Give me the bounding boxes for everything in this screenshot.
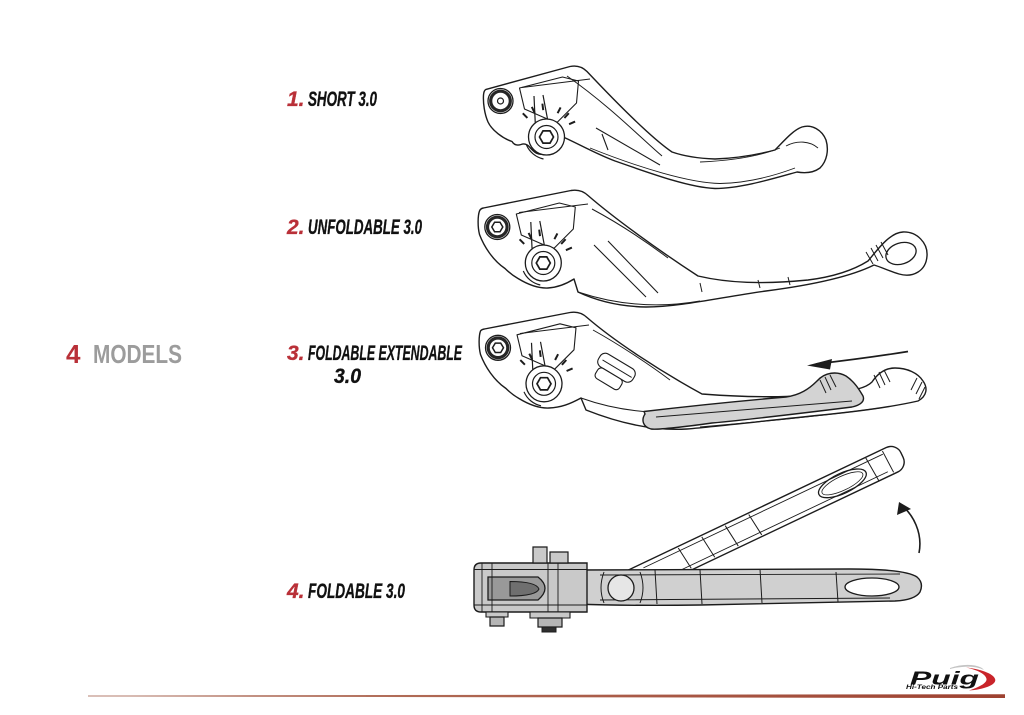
svg-text:3.: 3. [287,342,305,365]
svg-text:FOLDABLE EXTENDABLE: FOLDABLE EXTENDABLE [308,342,463,365]
svg-text:4.: 4. [286,580,305,603]
svg-text:4: 4 [66,339,81,369]
svg-text:2.: 2. [286,216,305,239]
svg-text:FOLDABLE 3.0: FOLDABLE 3.0 [308,580,405,603]
svg-text:Puig: Puig [910,669,979,689]
svg-text:Hi-Tech Parts: Hi-Tech Parts [906,684,958,691]
svg-text:MODELS: MODELS [93,339,182,369]
svg-text:UNFOLDABLE 3.0: UNFOLDABLE 3.0 [308,216,422,239]
svg-text:SHORT 3.0: SHORT 3.0 [308,88,377,111]
svg-text:1.: 1. [287,88,305,111]
svg-text:3.0: 3.0 [334,365,361,388]
